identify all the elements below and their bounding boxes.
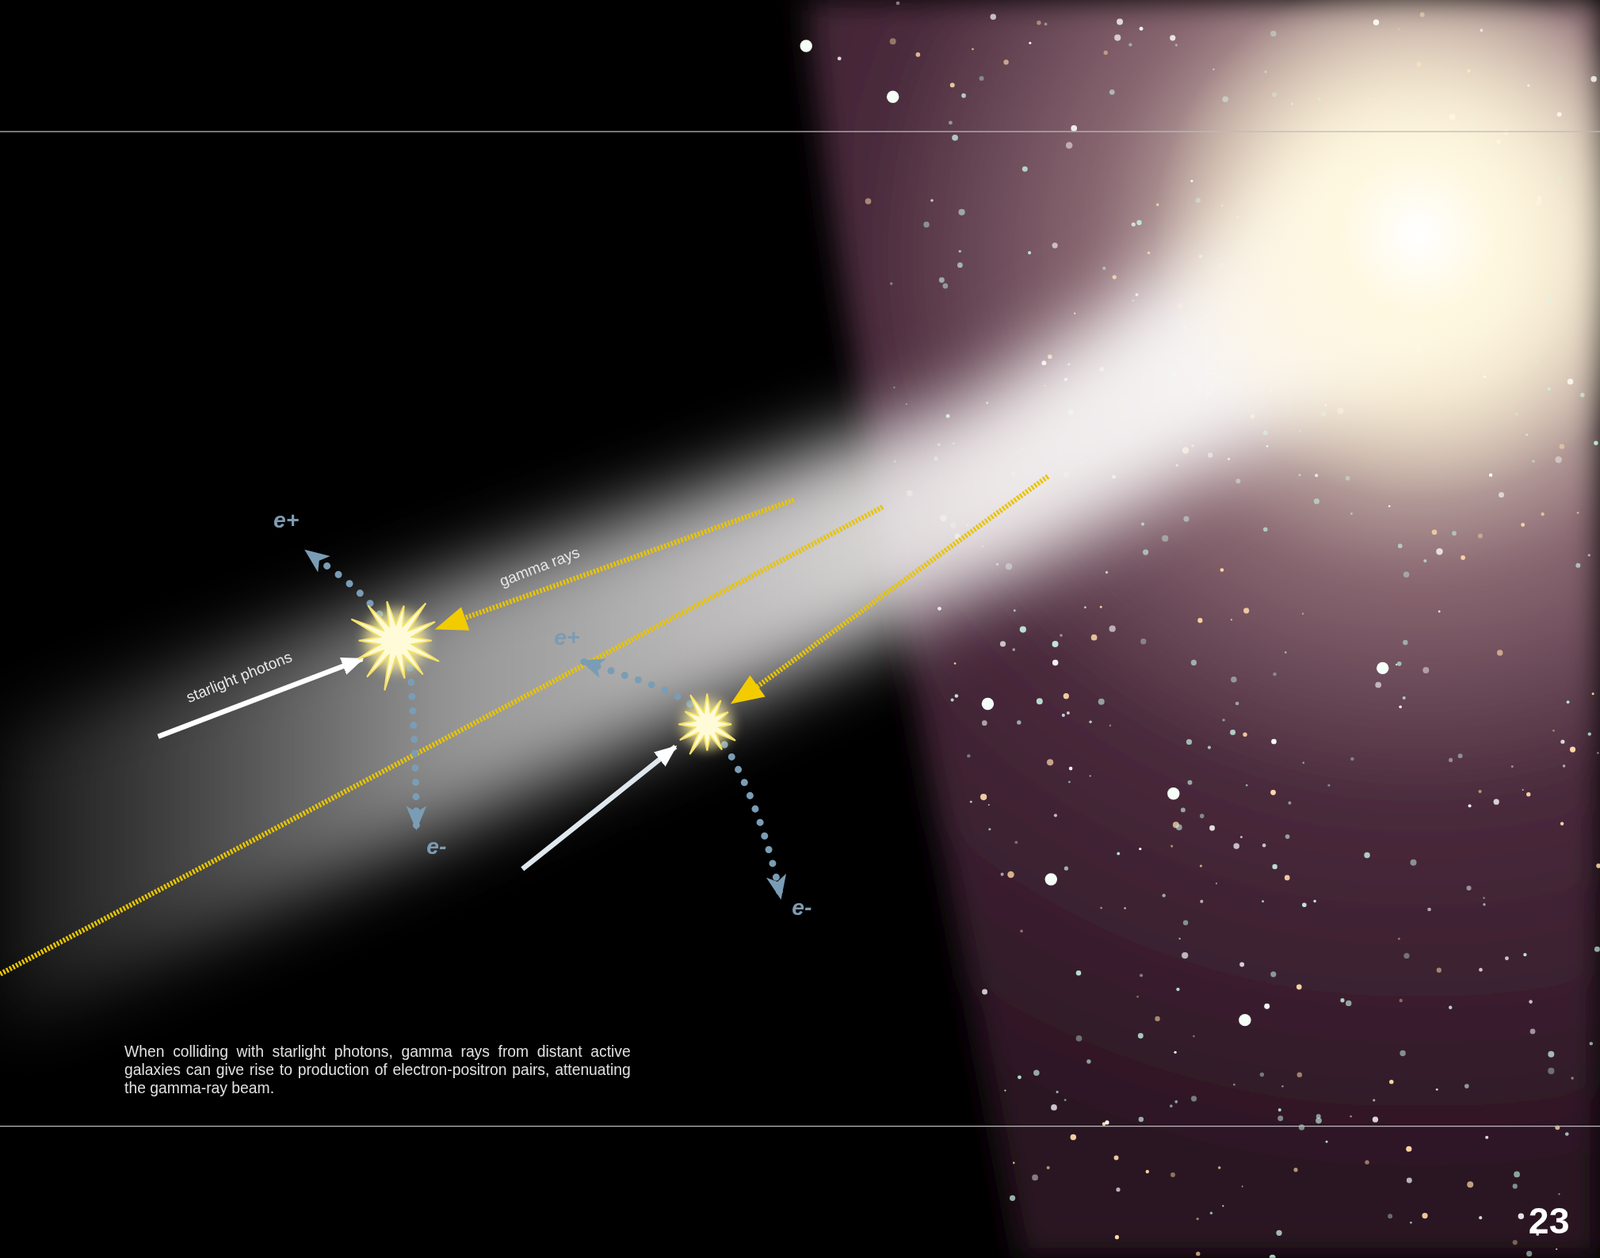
pair-tracks xyxy=(305,550,781,898)
page-number: 23 xyxy=(1528,1199,1570,1243)
positron-label: e+ xyxy=(273,507,299,534)
electron-label: e- xyxy=(791,894,812,921)
collision-bursts xyxy=(351,601,736,755)
caption: When colliding with starlight photons, g… xyxy=(124,1042,631,1099)
electron-label: e- xyxy=(426,833,447,860)
starlight-photons xyxy=(158,659,676,870)
positron-label: e+ xyxy=(553,624,580,651)
gamma-rays xyxy=(0,476,1048,974)
